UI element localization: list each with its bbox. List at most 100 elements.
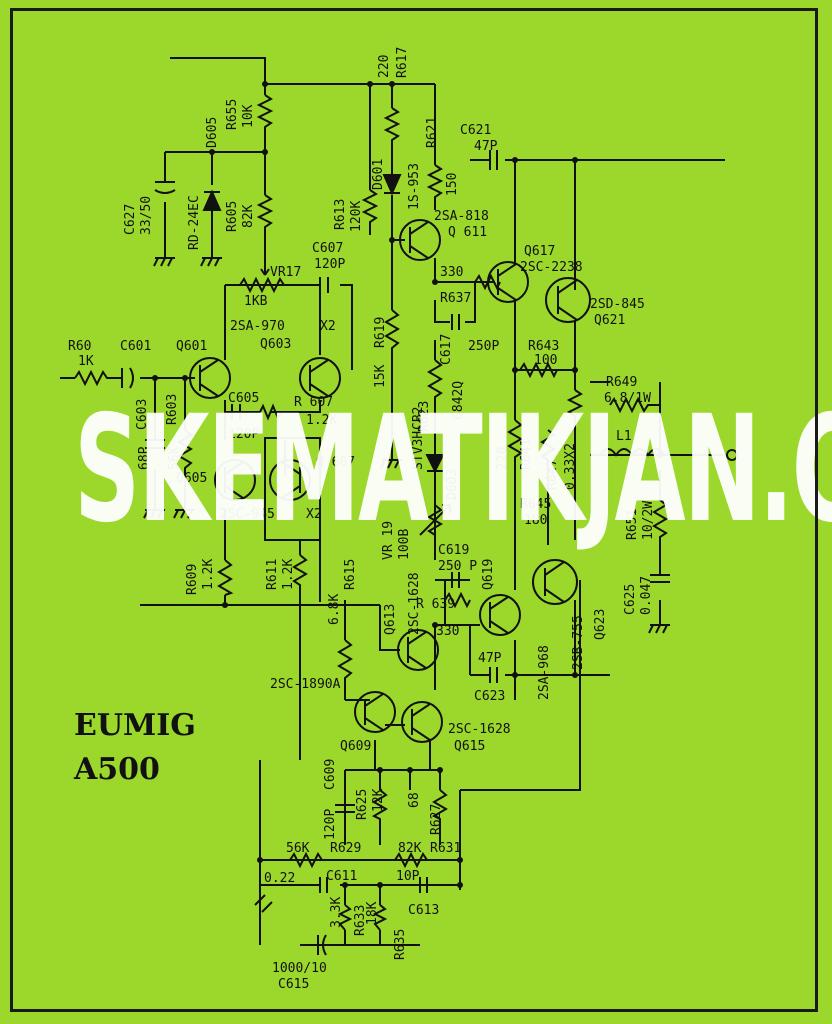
resistor-r613 (361, 189, 379, 235)
diode-symbols (202, 174, 445, 474)
resistor-r635 (372, 904, 388, 931)
label-r633: R633 (353, 905, 368, 936)
ground-r603 (173, 509, 195, 519)
label-d601t: 1S-953 (407, 163, 422, 210)
label-vr17v: 1KB (244, 294, 268, 309)
wire-q619 (435, 560, 516, 700)
wire-diff-pair (224, 400, 321, 560)
capacitor-c601 (121, 367, 134, 389)
resistor-r627 (431, 789, 448, 820)
label-d603c: CB2 (411, 407, 426, 430)
resistor-r651 (652, 499, 668, 540)
resistor-r629 (289, 851, 323, 869)
label-r603: R603 (165, 394, 180, 425)
label-r625v: 12K (371, 788, 386, 812)
label-r617v: 220 (377, 55, 392, 78)
label-r609v: 1.2K (201, 559, 216, 590)
label-c617v: 250P (468, 339, 499, 354)
label-x2a: X2 (320, 319, 336, 334)
label-q603: Q603 (260, 337, 291, 352)
resistor-r619 (384, 309, 400, 355)
label-c607: C607 (312, 241, 343, 256)
resistor-r617 (383, 107, 401, 142)
label-r615v: 6.8K (327, 594, 342, 625)
capacitor-c605 (231, 404, 241, 420)
label-c619: C619 (438, 543, 469, 558)
label-c611: C611 (326, 869, 357, 884)
label-c615v: 1000/10 (272, 961, 327, 976)
resistor-r645 (540, 429, 556, 470)
label-c617: C617 (439, 334, 454, 365)
resistor-r647 (566, 389, 584, 420)
label-c605: C605 (228, 391, 259, 406)
resistor-r643 (519, 361, 570, 379)
label-x2b: X2 (306, 507, 322, 522)
label-d605: D605 (205, 117, 220, 148)
label-q611t: 2SA-818 (434, 209, 489, 224)
ground-symbols (143, 257, 670, 913)
resistor-r623 (427, 359, 443, 400)
ground-d605 (200, 257, 222, 267)
resistor-r607 (259, 403, 290, 421)
label-q615: Q615 (454, 739, 485, 754)
wire-q623 (505, 600, 610, 676)
label-c625v: 0.047 (639, 576, 654, 615)
label-c619v: 250 P (438, 559, 477, 574)
label-q611: Q 611 (448, 225, 487, 240)
ground-r619 (380, 459, 402, 469)
transistor-q605 (214, 459, 256, 501)
capacitor-c623 (489, 667, 498, 683)
capacitor-c627 (154, 181, 176, 194)
resistor-r625 (371, 789, 388, 820)
label-r605v: 82K (241, 204, 256, 228)
label-r613: R613 (333, 199, 348, 230)
resistor-r605 (256, 194, 274, 230)
transistor-q613 (397, 629, 439, 671)
label-l1: L1 (616, 429, 632, 444)
wire-bottom-net (259, 760, 461, 945)
ground-c627 (153, 257, 175, 267)
resistor-r633 (337, 904, 353, 931)
ground-bottom (254, 894, 273, 913)
wire-r645 (547, 420, 576, 545)
resistor-r611 (292, 554, 308, 590)
label-c621v: 47P (474, 139, 498, 154)
label-r631: R631 (430, 841, 461, 856)
model-name: A500 (74, 752, 160, 787)
label-q615t: 2SC-1628 (448, 722, 511, 737)
pot-vr17 (239, 268, 285, 294)
junction-dots (152, 81, 663, 888)
capacitor-c621 (489, 150, 498, 170)
pot-vr19 (419, 504, 451, 536)
label-c611v: 0.22 (264, 871, 295, 886)
capacitor-symbols (121, 150, 670, 956)
label-r619: R619 (373, 317, 388, 348)
label-vr19v: 100B (397, 529, 412, 560)
label-c601: C601 (120, 339, 151, 354)
label-c609: C609 (323, 759, 338, 790)
transistor-q617 (487, 261, 529, 303)
label-vr17: VR17 (270, 265, 301, 280)
label-q609: Q609 (340, 739, 371, 754)
label-q623: Q623 (593, 609, 608, 640)
resistor-r621 (426, 164, 444, 200)
label-r651v: 10/2W (641, 501, 656, 540)
diode-d605 (202, 189, 222, 211)
transistor-q609 (354, 691, 396, 733)
label-q605t: 2SC-945 (220, 507, 275, 522)
wire-q601-q603 (224, 285, 321, 360)
label-c627: C627 (123, 204, 138, 235)
watermark-text: SKEMATIKJAN.COM (74, 384, 832, 556)
transistor-q611 (399, 219, 441, 261)
label-r655v: 10K (241, 104, 256, 128)
label-vr19: VR 19 (381, 521, 396, 560)
label-r633v: 3.3K (329, 897, 344, 928)
label-r631v: 82K (398, 841, 422, 856)
label-r601v: 1K (78, 354, 94, 369)
label-r605: R605 (225, 201, 240, 232)
label-r601: R60 (68, 339, 91, 354)
wire-c621 (434, 159, 725, 210)
label-r645v: 180 (524, 513, 547, 528)
